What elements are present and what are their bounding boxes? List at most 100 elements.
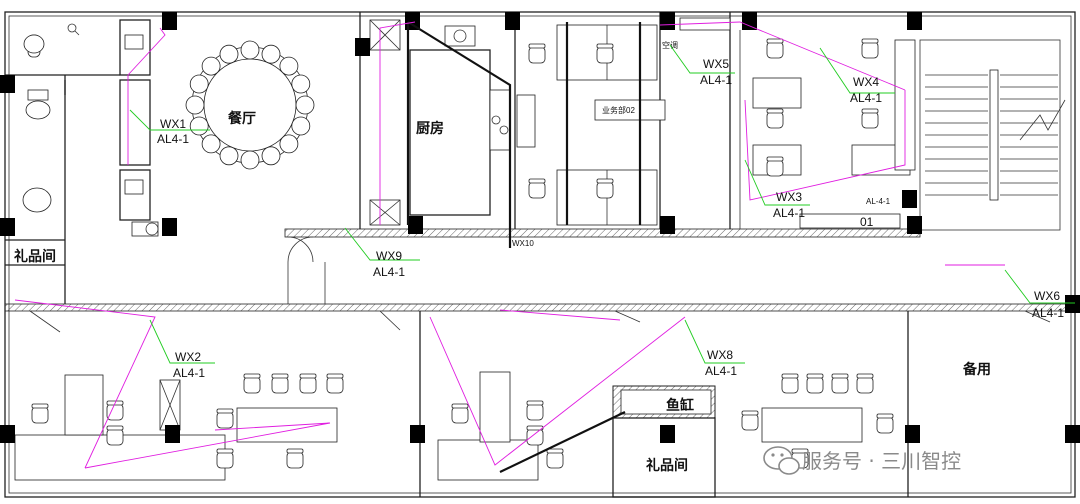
column (660, 216, 675, 234)
office-chair (451, 403, 469, 424)
office-chair (528, 43, 546, 64)
office-chair (526, 400, 544, 421)
dining-chair (279, 56, 299, 76)
column (1065, 295, 1080, 313)
office-chair (31, 403, 49, 424)
dining-chair (189, 116, 209, 136)
svg-text:AL4-1: AL4-1 (773, 206, 805, 220)
svg-text:WX8: WX8 (707, 348, 733, 362)
room-label-gift-left: 礼品间 (14, 248, 56, 265)
office-chair (243, 373, 261, 394)
room-label-dining: 餐厅 (227, 110, 256, 127)
svg-text:AL4-1: AL4-1 (373, 265, 405, 279)
dining-chair (201, 134, 221, 154)
dining-chair (219, 146, 239, 166)
column (0, 218, 15, 236)
column (355, 38, 370, 56)
column (660, 425, 675, 443)
column (902, 190, 917, 208)
watermark: 服务号 · 三川智控 (763, 446, 961, 475)
office-chair (876, 413, 894, 434)
circuit-wx3: WX3 AL4-1 (773, 190, 805, 220)
office-chair (861, 108, 879, 129)
room-label-fish-tank: 鱼缸 (666, 397, 694, 414)
label-al-small: AL-4-1 (866, 197, 891, 206)
office-chair (766, 108, 784, 129)
office-chair (546, 448, 564, 469)
room-label-business: 业务部02 (602, 105, 635, 115)
room-label-kitchen: 厨房 (416, 120, 444, 137)
wechat-icon (763, 446, 800, 475)
staircase (919, 39, 1066, 231)
office-chair (856, 373, 874, 394)
doors (29, 236, 1051, 333)
column (0, 75, 15, 93)
column (162, 218, 177, 236)
dining-table (185, 40, 315, 170)
circuit-wx8: WX8 AL4-1 (705, 348, 737, 378)
office-chair (216, 408, 234, 429)
column (1065, 425, 1080, 443)
office-chair (326, 373, 344, 394)
dining-chair (261, 44, 281, 64)
outer-walls (4, 11, 1076, 498)
washroom-area (5, 19, 159, 237)
dining-chair (201, 56, 221, 76)
office-chair (526, 425, 544, 446)
office-chair (528, 178, 546, 199)
dining-chair (240, 40, 260, 60)
svg-text:WX3: WX3 (776, 190, 802, 204)
lighting-wires (14, 21, 1005, 469)
column (905, 425, 920, 443)
room-label-01: 01 (860, 215, 874, 229)
dining-chair (295, 95, 315, 115)
svg-text:AL4-1: AL4-1 (1032, 306, 1064, 320)
svg-text:AL4-1: AL4-1 (850, 91, 882, 105)
column (162, 12, 177, 30)
circuit-wx9: WX9 AL4-1 (373, 249, 405, 279)
office-01 (739, 30, 916, 229)
office-chair (766, 156, 784, 177)
conduit-heavy (406, 21, 642, 473)
column (408, 216, 423, 234)
office-chair (831, 373, 849, 394)
office-chair (216, 448, 234, 469)
svg-text:WX9: WX9 (376, 249, 402, 263)
office-chair (741, 410, 759, 431)
svg-text:WX1: WX1 (160, 117, 186, 131)
circuit-wx2: WX2 AL4-1 (173, 350, 205, 380)
circuit-labels: WX1 AL4-1 WX2 AL4-1 WX3 AL4-1 WX4 AL4-1 … (157, 57, 1064, 380)
svg-text:AL4-1: AL4-1 (705, 364, 737, 378)
circuit-wx5: WX5 AL4-1 (700, 57, 732, 87)
dining-chair (279, 134, 299, 154)
room-label-gift-bottom: 礼品间 (646, 457, 688, 474)
office-chair (766, 38, 784, 59)
office-chair (596, 43, 614, 64)
dining-chair (189, 74, 209, 94)
column (0, 425, 15, 443)
watermark-text: 服务号 · 三川智控 (802, 449, 961, 473)
office-chair (781, 373, 799, 394)
dining-chair (291, 116, 311, 136)
leader-lines (129, 44, 1075, 364)
column (505, 12, 520, 30)
dining-chair (291, 74, 311, 94)
structural-columns (0, 12, 1080, 443)
column (742, 12, 757, 30)
svg-text:AL4-1: AL4-1 (173, 366, 205, 380)
svg-text:AL4-1: AL4-1 (700, 73, 732, 87)
column (165, 425, 180, 443)
dining-chair (219, 44, 239, 64)
office-chair (271, 373, 289, 394)
toilet-mid (27, 89, 49, 101)
office-chair (106, 425, 124, 446)
office-chair (286, 448, 304, 469)
svg-text:WX5: WX5 (703, 57, 729, 71)
room-label-spare: 备用 (962, 361, 991, 378)
office-chair (806, 373, 824, 394)
business-dept-02 (556, 12, 731, 229)
dining-chair (240, 150, 260, 170)
column (907, 216, 922, 234)
circuit-wx6: WX6 AL4-1 (1032, 289, 1064, 320)
